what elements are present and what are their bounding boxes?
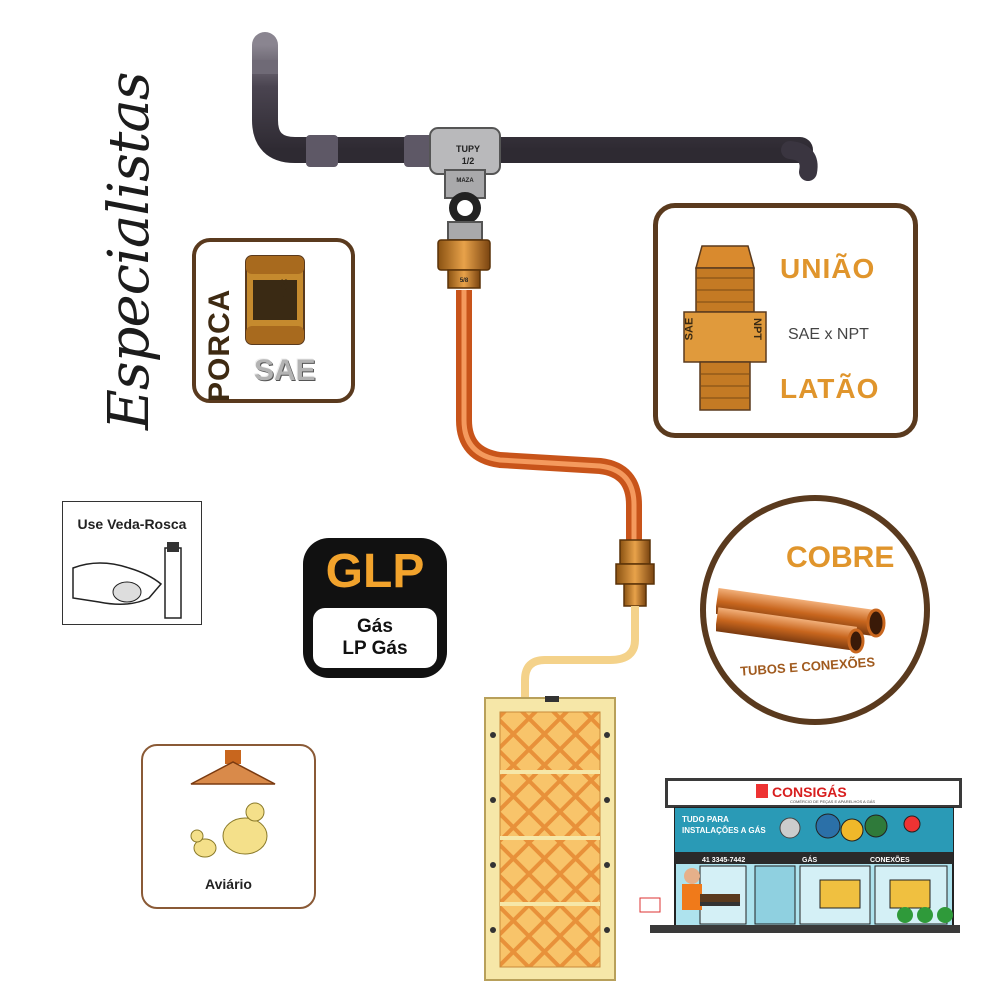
brass-fitting-top: 5/8 [437,239,491,289]
valve-size: 1/2 [462,156,475,166]
shop-name: CONSIGÁS [772,784,847,800]
glp-inner: Gás LP Gás [313,608,437,668]
hand-tape-icon [72,542,182,619]
aviario-label: Aviário [205,876,252,892]
gas-hose [521,606,639,700]
union-right-label: NPT [751,318,763,340]
tee-valve: TUPY 1/2 MAZA [429,127,501,241]
brass-fitting-bottom [615,539,655,607]
uniao-spec: SAE x NPT [788,326,869,343]
valve-brand: TUPY [456,144,480,154]
shop-phone: 41 3345-7442 [702,857,745,864]
fitting-size: 5/8 [460,278,469,284]
veda-label: Use Veda-Rosca [77,516,187,532]
porca-title: PORCA [203,288,236,402]
nut-label: SAE [277,278,290,302]
shop-sign-gas: GÁS [802,855,818,864]
shop-banner-2: INSTALAÇÕES A GÁS [682,826,766,835]
shop-tagline: COMÉRCIO DE PEÇAS E APARELHOS A GÁS [790,799,875,804]
cobre-subtitle: TUBOS E CONEXÕES [739,654,876,679]
valve-tag: MAZA [456,178,474,184]
uniao-title: UNIÃO [780,253,876,284]
consigas-shop: CONSIGÁS COMÉRCIO DE PEÇAS E APARELHOS A… [639,778,962,933]
nut-icon [245,255,305,345]
cobre-title: COBRE [786,541,895,574]
cobre-badge: COBRE TUBOS E CONEXÕES [700,495,930,725]
uniao-material: LATÃO [780,373,880,404]
veda-rosca-card: Use Veda-Rosca [62,501,202,625]
union-fitting-icon [683,245,767,411]
glp-badge: GLP Gás LP Gás [303,538,447,678]
copper-tube [456,290,642,545]
glp-line1: Gás [357,616,393,637]
gas-pipe [252,32,818,181]
glp-line2: LP Gás [342,638,408,659]
uniao-latao-card: SAE NPT UNIÃO SAE x NPT LATÃO [653,203,918,438]
shop-sign-conexoes: CONEXÕES [870,855,910,864]
union-left-label: SAE [683,317,696,341]
infrared-heater [484,696,616,981]
copper-tubes-icon [716,587,886,654]
porca-sae-card: SAE PORCA SAE [192,238,355,403]
chicken-heater-icon [190,750,276,858]
glp-title: GLP [325,545,425,598]
aviario-card: Aviário [141,744,316,909]
shop-banner-1: TUDO PARA [682,815,729,824]
porca-sae-label: SAE [254,354,316,387]
